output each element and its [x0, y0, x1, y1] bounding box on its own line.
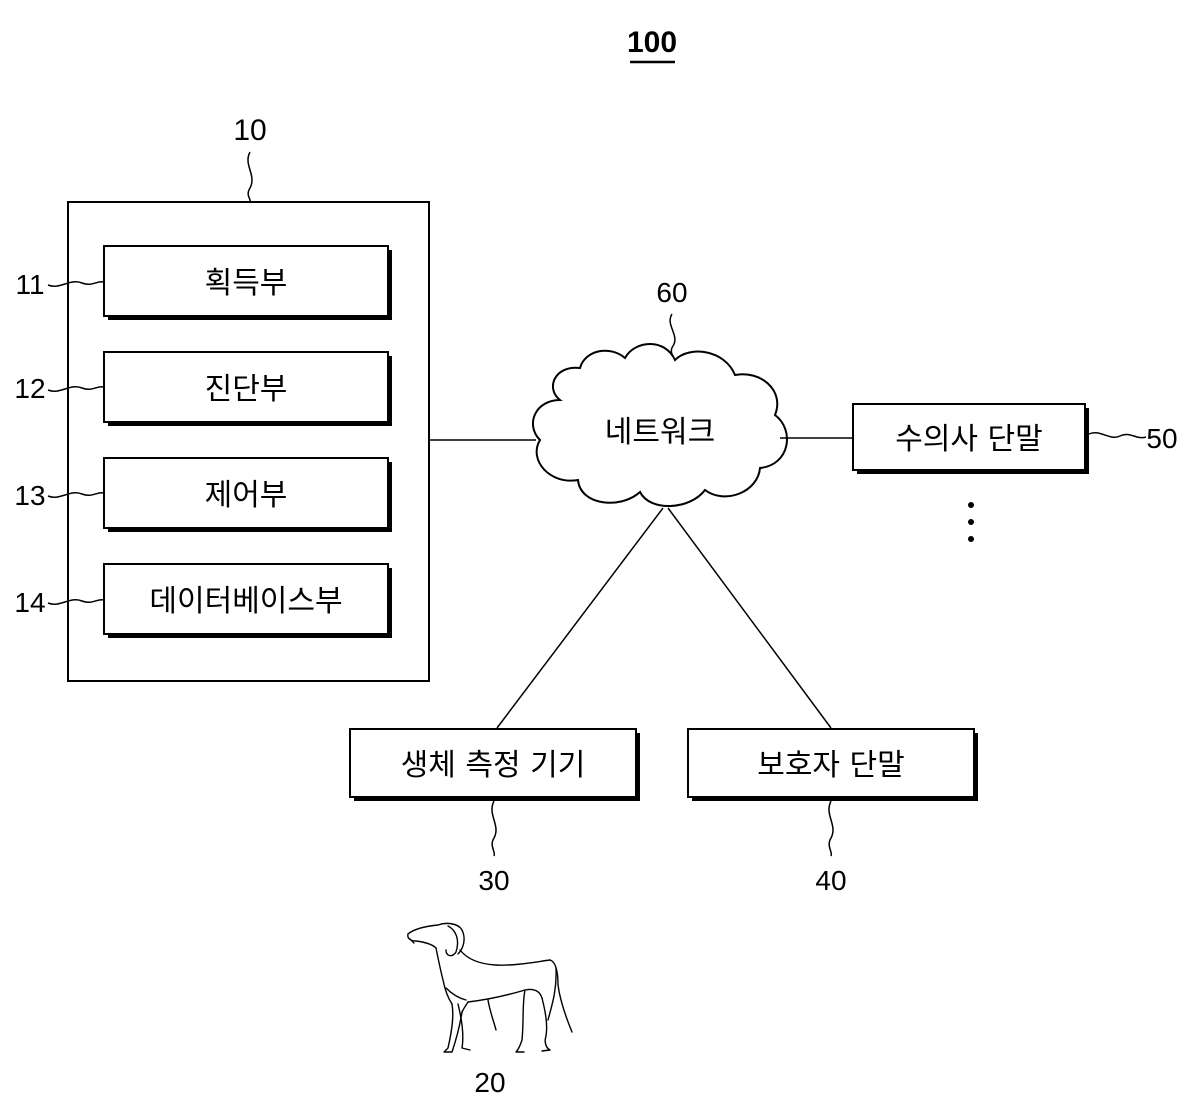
- unit-diagnosis-leader: [48, 387, 104, 392]
- unit-diagnosis: 진단부: [104, 352, 392, 426]
- unit-acquisition-leader: [48, 282, 104, 287]
- figure-number: 100: [627, 26, 677, 59]
- unit-acquisition-label: 획득부: [205, 266, 288, 301]
- unit-control-label: 제어부: [205, 478, 288, 513]
- vet-terminal-ref: 50: [1146, 423, 1177, 454]
- dog-ref: 20: [474, 1067, 505, 1098]
- vet-terminal-label: 수의사 단말: [895, 422, 1043, 457]
- biometric-device: 생체 측정 기기: [350, 729, 640, 801]
- unit-control-leader: [48, 493, 104, 498]
- network-ref: 60: [656, 277, 687, 308]
- guardian-terminal: 보호자 단말: [688, 729, 978, 801]
- vet-terminal: 수의사 단말: [853, 404, 1089, 474]
- guardian-terminal-label: 보호자 단말: [757, 748, 905, 783]
- server-ref: 10: [233, 114, 266, 147]
- biometric-device-leader: [492, 801, 496, 856]
- unit-acquisition: 획득부: [104, 246, 392, 320]
- unit-acquisition-ref: 11: [15, 269, 44, 300]
- more-terminals-ellipsis: [968, 502, 974, 542]
- biometric-device-label: 생체 측정 기기: [401, 748, 586, 783]
- link-network-guardian: [668, 508, 831, 728]
- server-ref-leader: [248, 152, 252, 202]
- unit-control: 제어부: [104, 458, 392, 532]
- unit-database: 데이터베이스부: [104, 564, 392, 638]
- unit-database-leader: [48, 600, 104, 605]
- unit-diagnosis-ref: 12: [14, 373, 45, 404]
- guardian-terminal-leader: [829, 801, 833, 856]
- unit-diagnosis-label: 진단부: [205, 372, 288, 407]
- guardian-terminal-ref: 40: [815, 865, 846, 896]
- dog-illustration: [408, 923, 572, 1052]
- network-label: 네트워크: [605, 415, 715, 450]
- unit-database-label: 데이터베이스부: [149, 584, 342, 619]
- vet-terminal-leader: [1089, 433, 1146, 438]
- link-network-biometric: [497, 508, 663, 728]
- biometric-device-ref: 30: [478, 865, 509, 896]
- unit-database-ref: 14: [14, 587, 45, 618]
- unit-control-ref: 13: [14, 480, 45, 511]
